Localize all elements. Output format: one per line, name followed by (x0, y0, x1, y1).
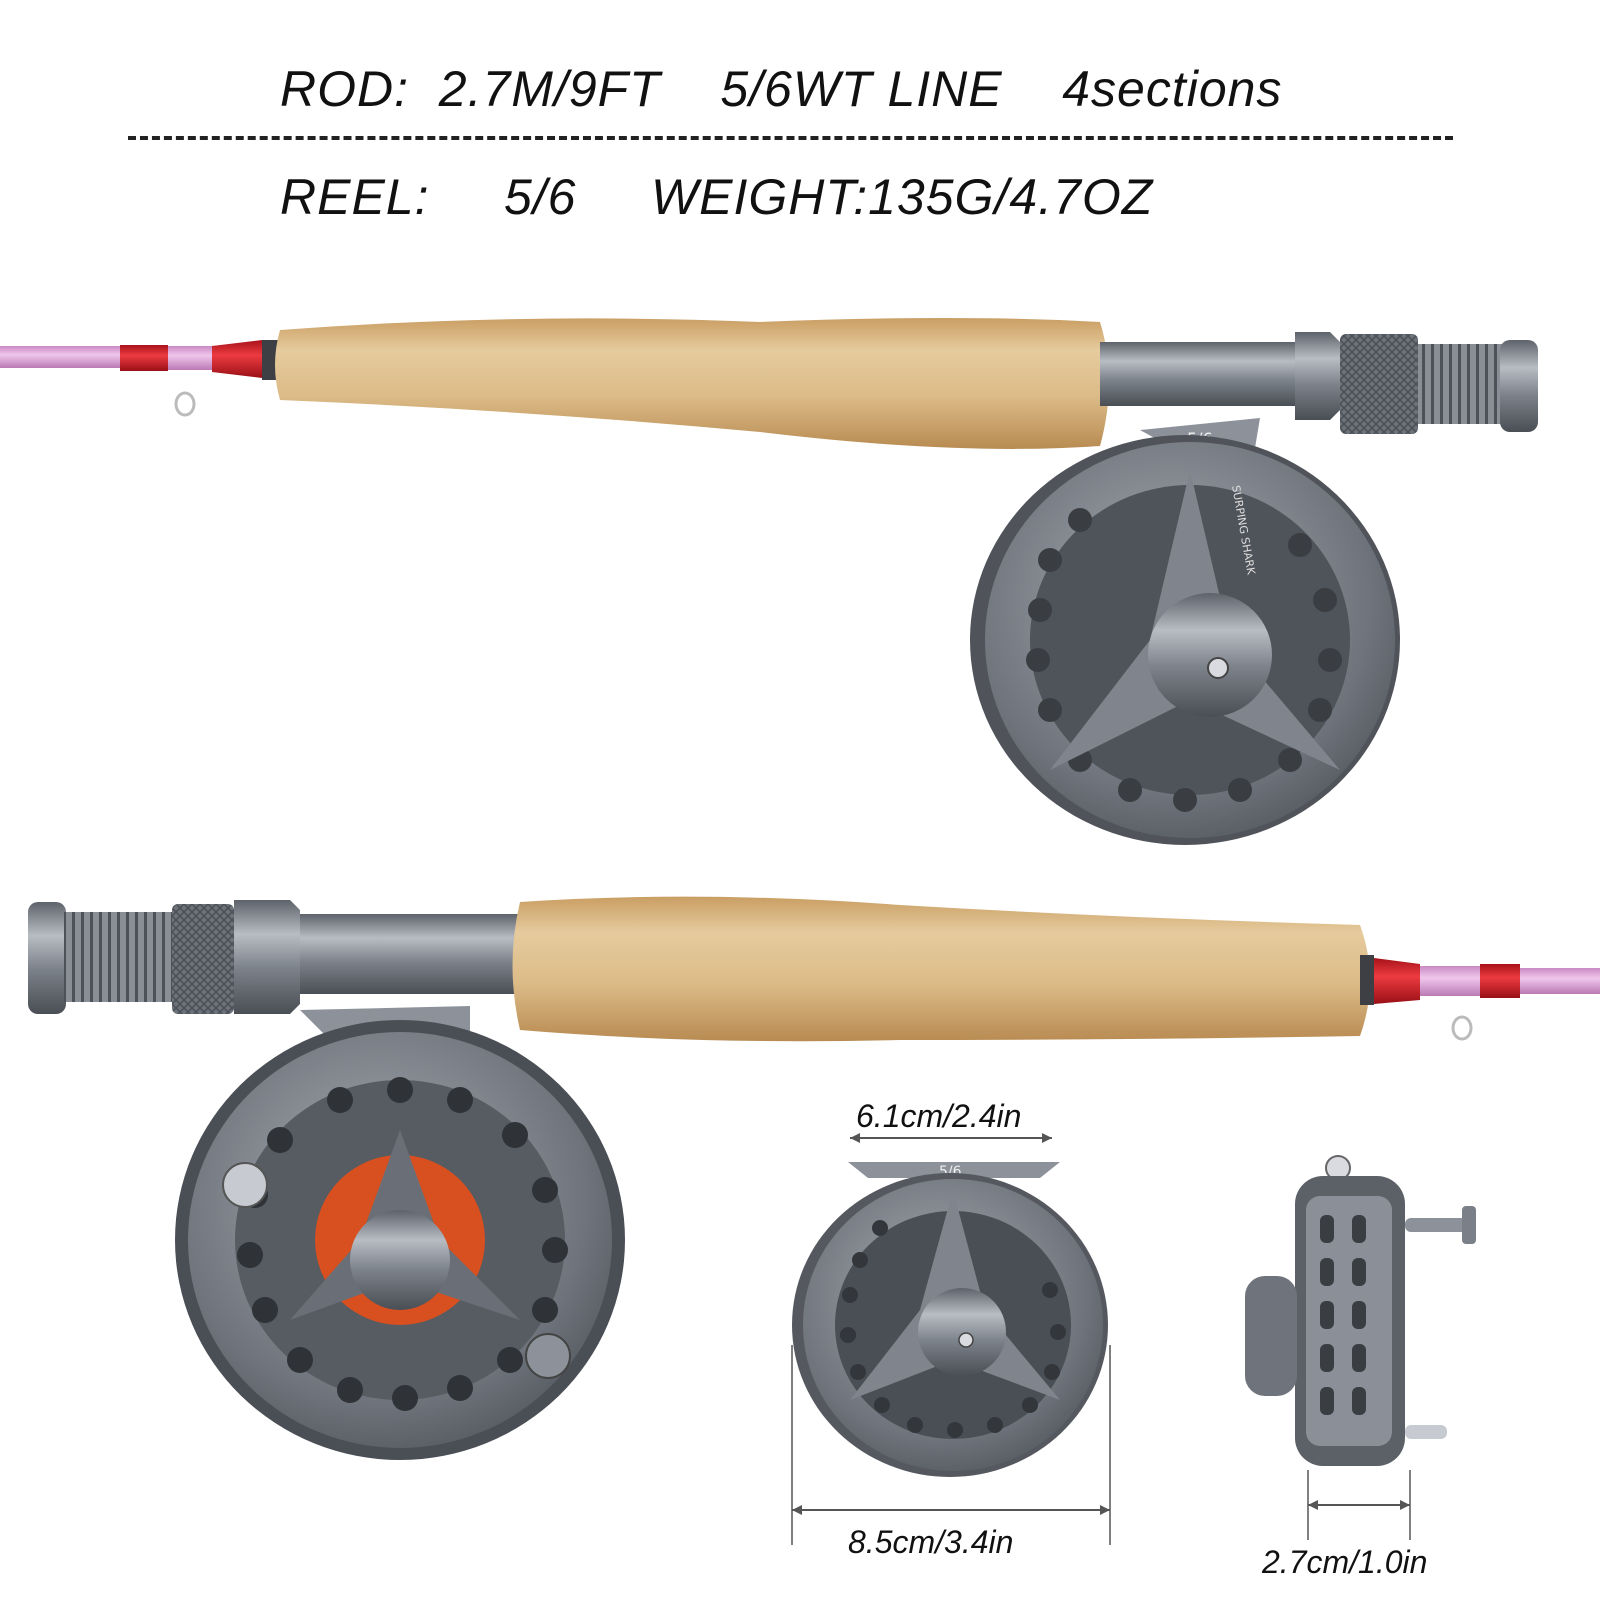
reel-label: REEL: (280, 169, 430, 225)
reel-size: 5/6 (503, 169, 577, 225)
rod-length: 2.7M/9FT (438, 61, 661, 117)
bottom-left-reel-handle (222, 1162, 268, 1208)
bottom-rod-wrap (1480, 964, 1520, 998)
front-view-reel: 5/6 (792, 1162, 1108, 1477)
side-view-reel (1245, 1155, 1476, 1466)
reel-weight: WEIGHT:135G/4.7OZ (650, 169, 1154, 225)
drag-knob (525, 1333, 571, 1379)
diameter-dimension-label: 8.5cm/3.4in (848, 1524, 1014, 1560)
front-view-reel-hub (918, 1288, 1006, 1376)
top-rod-guide (174, 391, 196, 417)
top-rod-blank (0, 346, 120, 368)
bottom-left-reel (175, 1006, 625, 1460)
top-rod-butt-cap (1500, 340, 1538, 432)
bottom-rod-blank (1520, 968, 1600, 994)
top-rod (0, 318, 1538, 449)
bottom-rod-butt-cap (28, 902, 66, 1014)
dimension-lines (791, 1133, 1411, 1545)
width-dimension-label: 6.1cm/2.4in (856, 1098, 1022, 1134)
bottom-rod (28, 896, 1600, 1042)
rod-sections: 4sections (1062, 61, 1283, 117)
front-view-reel-foot (848, 1162, 1060, 1178)
divider-rule (128, 136, 1453, 140)
rod-label: ROD: (280, 61, 409, 117)
top-reel: 5/6 SURPING SHARK (970, 418, 1400, 845)
bottom-rod-cork-grip (512, 896, 1370, 1042)
rod-spec-line: ROD: 2.7M/9FT 5/6WT LINE 4sections (280, 60, 1282, 118)
top-reel-hub (1148, 593, 1272, 717)
bottom-rod-guide (1451, 1015, 1473, 1041)
top-rod-lock-ring (1340, 334, 1418, 434)
top-rod-cork-grip (275, 318, 1109, 449)
bottom-rod-lock-ring (172, 904, 234, 1014)
rod-line-weight: 5/6WT LINE (720, 61, 1003, 117)
reel-spec-line: REEL: 5/6 WEIGHT:135G/4.7OZ (280, 168, 1153, 226)
top-rod-reel-seat (1100, 342, 1295, 406)
bottom-rod-reel-seat (300, 914, 520, 994)
top-rod-wrap (120, 345, 168, 371)
depth-dimension-label: 2.7cm/1.0in (1262, 1544, 1428, 1580)
side-view-reel-handle (1405, 1218, 1475, 1232)
bottom-left-reel-hub (350, 1210, 450, 1310)
side-view-reel-slots (1320, 1215, 1366, 1415)
side-view-reel-drag-knob (1245, 1276, 1297, 1396)
